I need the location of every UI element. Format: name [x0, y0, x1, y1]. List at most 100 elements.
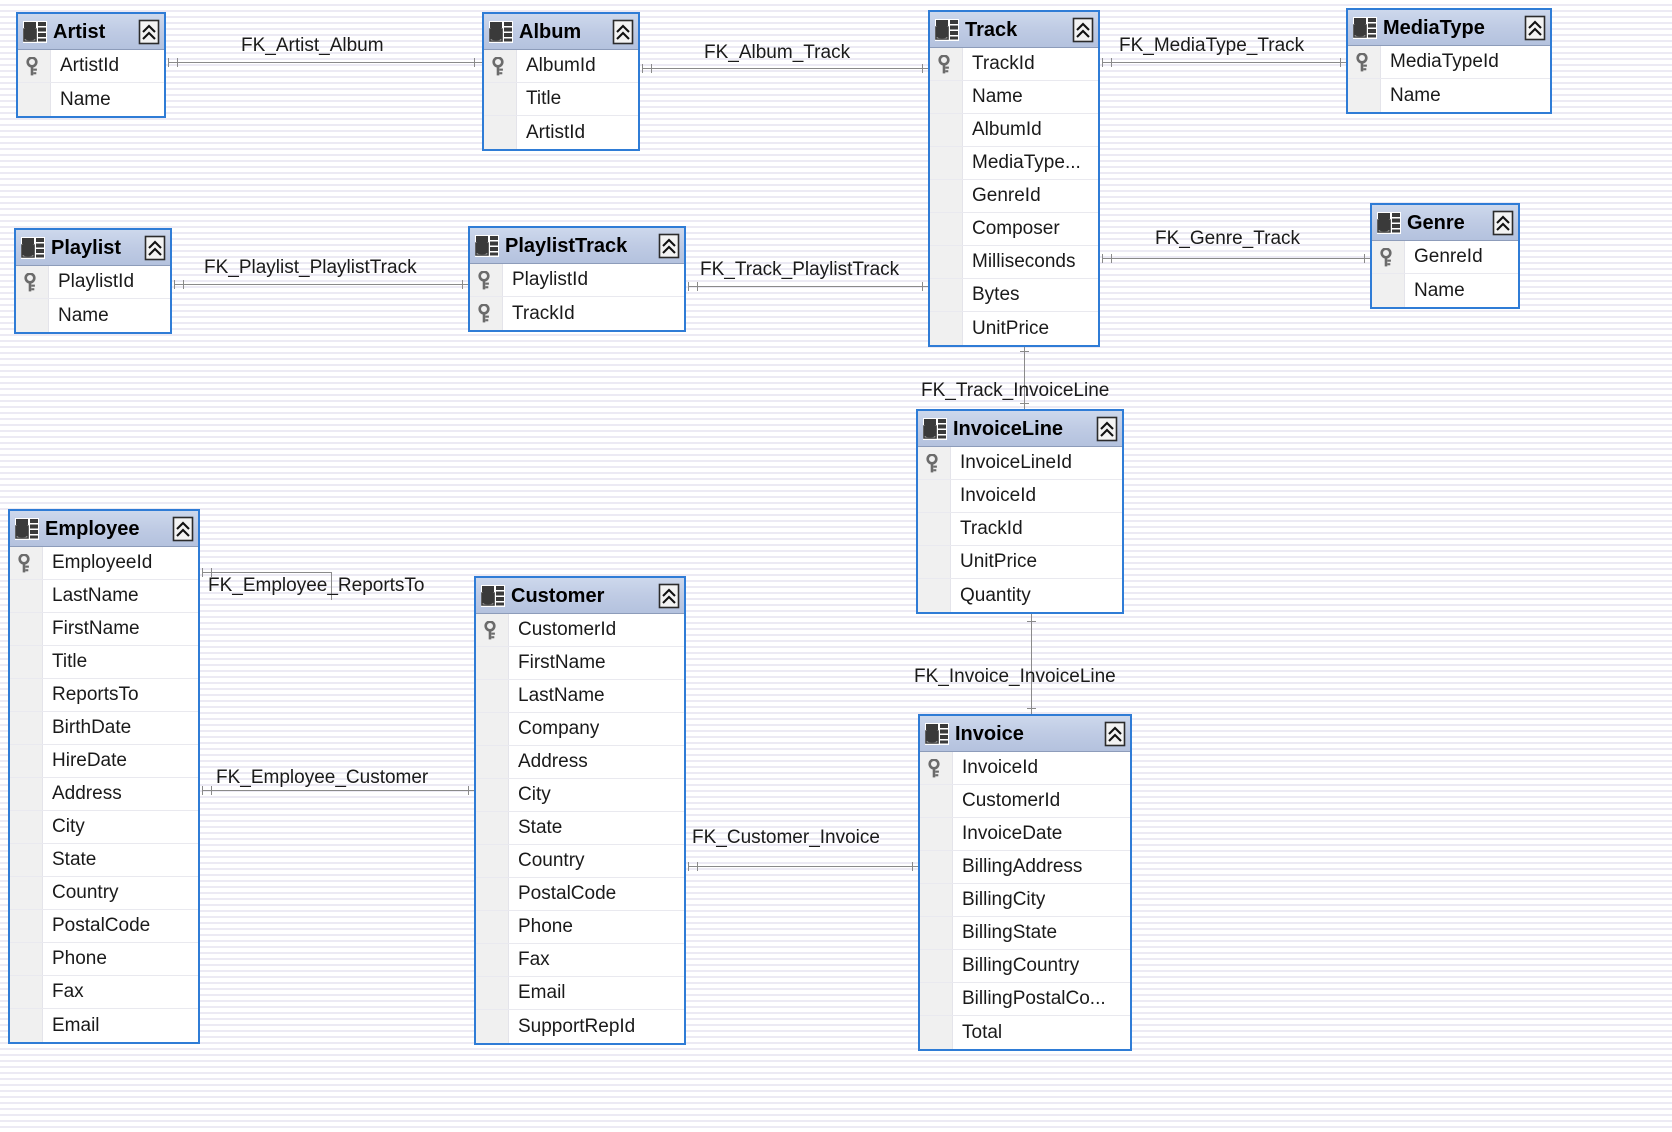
column-row[interactable]: CustomerId [476, 614, 684, 647]
relationship-connector[interactable] [168, 62, 482, 63]
column-row[interactable]: CustomerId [920, 785, 1130, 818]
relationship-connector[interactable] [331, 572, 332, 600]
double-chevron-up-icon[interactable] [138, 19, 160, 45]
entity-header-playlist[interactable]: Playlist [16, 230, 170, 266]
column-row[interactable]: BillingCountry [920, 950, 1130, 983]
column-row[interactable]: EmployeeId [10, 547, 198, 580]
entity-header-customer[interactable]: Customer [476, 578, 684, 614]
column-row[interactable]: Address [10, 778, 198, 811]
column-row[interactable]: Quantity [918, 579, 1122, 612]
column-row[interactable]: ReportsTo [10, 679, 198, 712]
double-chevron-up-icon[interactable] [1072, 17, 1094, 43]
double-chevron-up-icon[interactable] [1104, 721, 1126, 747]
column-row[interactable]: Composer [930, 213, 1098, 246]
column-row[interactable]: FirstName [10, 613, 198, 646]
column-row[interactable]: Milliseconds [930, 246, 1098, 279]
relationship-connector[interactable] [1031, 612, 1032, 716]
relationship-connector[interactable] [1102, 258, 1372, 259]
column-row[interactable]: PlaylistId [16, 266, 170, 299]
relationship-label-fk_employee_reportsto[interactable]: FK_Employee_ReportsTo [208, 575, 425, 596]
column-row[interactable]: InvoiceId [920, 752, 1130, 785]
double-chevron-up-icon[interactable] [658, 233, 680, 259]
column-row[interactable]: UnitPrice [918, 546, 1122, 579]
column-row[interactable]: Company [476, 713, 684, 746]
column-row[interactable]: ArtistId [18, 50, 164, 83]
relationship-connector[interactable] [642, 68, 930, 69]
entity-header-artist[interactable]: Artist [18, 14, 164, 50]
column-row[interactable]: AlbumId [930, 114, 1098, 147]
entity-header-playlisttrack[interactable]: PlaylistTrack [470, 228, 684, 264]
column-row[interactable]: Title [10, 646, 198, 679]
column-row[interactable]: Name [1348, 79, 1550, 112]
entity-header-album[interactable]: Album [484, 14, 638, 50]
column-row[interactable]: Total [920, 1016, 1130, 1049]
double-chevron-up-icon[interactable] [144, 235, 166, 261]
column-row[interactable]: BillingCity [920, 884, 1130, 917]
column-row[interactable]: GenreId [930, 180, 1098, 213]
column-row[interactable]: AlbumId [484, 50, 638, 83]
column-row[interactable]: TrackId [470, 297, 684, 330]
entity-header-invoiceline[interactable]: InvoiceLine [918, 411, 1122, 447]
column-row[interactable]: Fax [476, 944, 684, 977]
column-row[interactable]: Phone [10, 943, 198, 976]
column-row[interactable]: MediaType... [930, 147, 1098, 180]
relationship-label-fk_mediatype_track[interactable]: FK_MediaType_Track [1119, 35, 1305, 56]
entity-header-mediatype[interactable]: MediaType [1348, 10, 1550, 46]
column-row[interactable]: Email [476, 977, 684, 1010]
relationship-connector[interactable] [1102, 62, 1348, 63]
column-row[interactable]: PlaylistId [470, 264, 684, 297]
relationship-connector[interactable] [174, 284, 470, 285]
column-row[interactable]: LastName [10, 580, 198, 613]
column-row[interactable]: InvoiceDate [920, 818, 1130, 851]
column-row[interactable]: MediaTypeId [1348, 46, 1550, 79]
column-row[interactable]: Fax [10, 976, 198, 1009]
column-row[interactable]: State [10, 844, 198, 877]
double-chevron-up-icon[interactable] [1096, 416, 1118, 442]
relationship-label-fk_customer_invoice[interactable]: FK_Customer_Invoice [692, 827, 880, 848]
column-row[interactable]: Email [10, 1009, 198, 1042]
relationship-connector[interactable] [202, 572, 332, 573]
column-row[interactable]: City [476, 779, 684, 812]
relationship-label-fk_playlist_playlisttrack[interactable]: FK_Playlist_PlaylistTrack [204, 257, 417, 278]
column-row[interactable]: Name [16, 299, 170, 332]
column-row[interactable]: BirthDate [10, 712, 198, 745]
relationship-label-fk_employee_customer[interactable]: FK_Employee_Customer [216, 767, 429, 788]
column-row[interactable]: BillingAddress [920, 851, 1130, 884]
column-row[interactable]: Name [18, 83, 164, 116]
column-row[interactable]: State [476, 812, 684, 845]
column-row[interactable]: Name [1372, 274, 1518, 307]
relationship-label-fk_invoice_invoiceline[interactable]: FK_Invoice_InvoiceLine [914, 666, 1116, 687]
entity-header-employee[interactable]: Employee [10, 511, 198, 547]
double-chevron-up-icon[interactable] [172, 516, 194, 542]
double-chevron-up-icon[interactable] [1524, 15, 1546, 41]
column-row[interactable]: Bytes [930, 279, 1098, 312]
double-chevron-up-icon[interactable] [1492, 210, 1514, 236]
double-chevron-up-icon[interactable] [658, 583, 680, 609]
relationship-label-fk_track_invoiceline[interactable]: FK_Track_InvoiceLine [921, 380, 1110, 401]
column-row[interactable]: InvoiceLineId [918, 447, 1122, 480]
column-row[interactable]: SupportRepId [476, 1010, 684, 1043]
column-row[interactable]: Country [476, 845, 684, 878]
column-row[interactable]: Country [10, 877, 198, 910]
column-row[interactable]: GenreId [1372, 241, 1518, 274]
column-row[interactable]: BillingState [920, 917, 1130, 950]
relationship-label-fk_track_playlisttrack[interactable]: FK_Track_PlaylistTrack [700, 259, 900, 280]
column-row[interactable]: Address [476, 746, 684, 779]
column-row[interactable]: FirstName [476, 647, 684, 680]
column-row[interactable]: InvoiceId [918, 480, 1122, 513]
relationship-connector[interactable] [688, 866, 920, 867]
column-row[interactable]: PostalCode [10, 910, 198, 943]
relationship-label-fk_artist_album[interactable]: FK_Artist_Album [241, 35, 384, 56]
relationship-label-fk_genre_track[interactable]: FK_Genre_Track [1155, 228, 1301, 249]
double-chevron-up-icon[interactable] [612, 19, 634, 45]
